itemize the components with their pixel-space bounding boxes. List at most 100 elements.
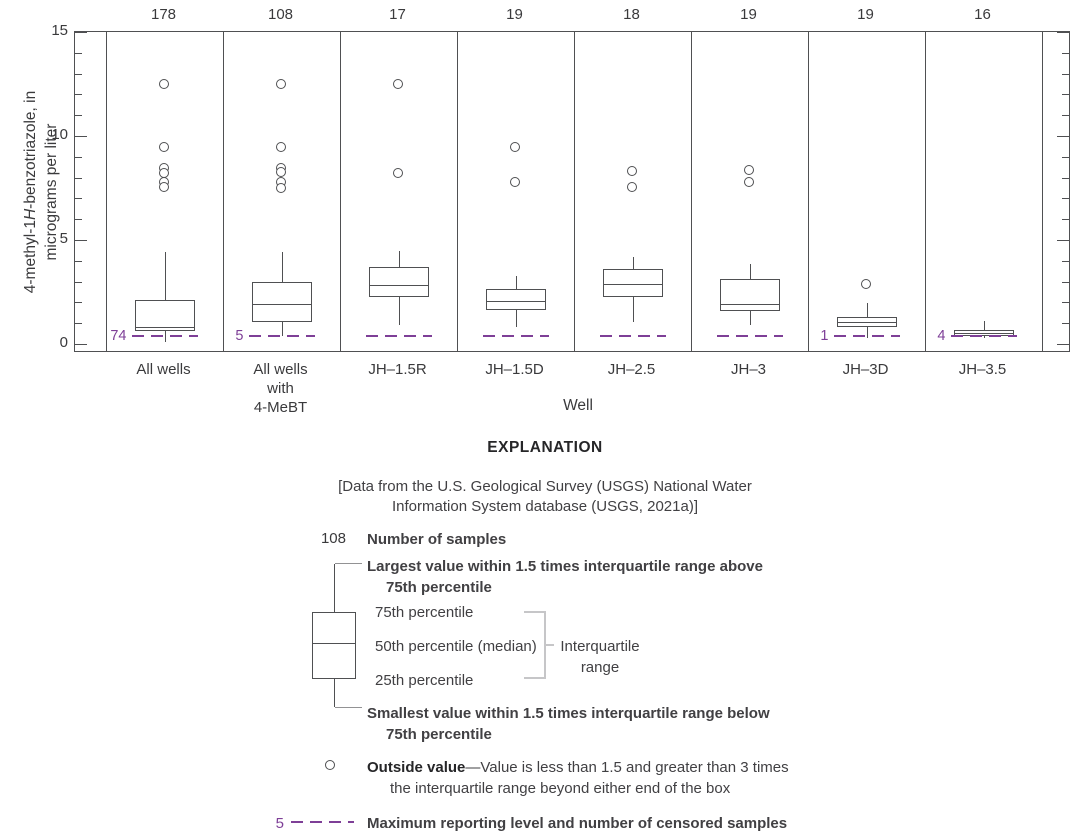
reporting-level-line <box>482 334 549 337</box>
censored-count: 5 <box>235 327 244 344</box>
legend-largest-line1: Largest value within 1.5 times interquar… <box>367 558 763 575</box>
data-source-note-line1: [Data from the U.S. Geological Survey (U… <box>338 478 752 495</box>
panel-divider <box>691 32 692 351</box>
reporting-level-line <box>131 334 198 337</box>
x-tick-label-line: JH–3D <box>842 361 889 378</box>
legend-iqr-line1: Interquartile <box>560 638 640 655</box>
upper-whisker <box>515 276 517 290</box>
reporting-level-line <box>599 334 666 337</box>
y-tick-right <box>1062 323 1069 325</box>
sample-count: 19 <box>506 6 523 23</box>
y-tick-left <box>75 32 87 33</box>
y-tick-left <box>75 156 82 158</box>
y-tick-right <box>1062 177 1069 179</box>
legend-samples-value: 108 <box>320 530 346 547</box>
censored-count: 74 <box>110 327 127 344</box>
x-tick-label: JH–1.5R <box>343 360 453 379</box>
outlier-circle-icon <box>393 168 404 179</box>
lower-whisker <box>866 326 868 338</box>
x-tick-label: JH–3.5 <box>928 360 1038 379</box>
outlier-circle-icon <box>276 167 287 178</box>
y-tick-right <box>1062 52 1069 54</box>
outlier-circle-icon <box>159 142 170 153</box>
outlier-circle-icon <box>744 177 755 188</box>
median-line <box>251 304 312 306</box>
legend-smallest-label: Smallest value within 1.5 times interqua… <box>367 703 770 745</box>
y-tick-right <box>1062 156 1069 158</box>
y-tick-left <box>75 73 82 75</box>
panel-divider <box>340 32 341 351</box>
upper-whisker <box>164 251 166 300</box>
outlier-circle-icon <box>861 279 872 289</box>
median-line <box>953 333 1014 334</box>
x-tick-label: JH–3 <box>694 360 804 379</box>
outlier-circle-icon <box>276 182 287 193</box>
x-tick-label-line: JH–3 <box>730 361 767 378</box>
x-tick-label-line: JH–1.5D <box>485 361 544 378</box>
sample-count: 18 <box>623 6 640 23</box>
legend-p75-label: 75th percentile <box>375 604 474 621</box>
legend-p50-label: 50th percentile (median) <box>375 638 537 655</box>
x-axis-title: Well <box>563 397 593 414</box>
median-line <box>719 303 780 305</box>
legend-box <box>312 612 356 679</box>
outlier-circle-icon <box>510 176 521 187</box>
panel-divider <box>106 32 107 351</box>
y-tick-right <box>1057 32 1069 33</box>
outlier-circle-icon <box>325 760 335 770</box>
x-tick-label-line: All wells <box>253 361 308 378</box>
sample-count: 108 <box>267 6 294 23</box>
y-tick-left <box>75 302 82 304</box>
x-tick-label: JH–2.5 <box>577 360 687 379</box>
outlier-circle-icon <box>744 165 755 175</box>
y-tick-right <box>1057 136 1069 137</box>
data-source-note-line2: Information System database (USGS, 2021a… <box>392 498 698 515</box>
lower-whisker <box>515 310 517 327</box>
panel-divider <box>574 32 575 351</box>
y-tick-label: 0 <box>59 334 68 351</box>
censored-count: 1 <box>820 327 829 344</box>
y-tick-left <box>75 136 87 137</box>
median-line <box>134 326 195 328</box>
panel-divider <box>1042 32 1043 351</box>
x-tick-label-line: JH–2.5 <box>607 361 656 378</box>
x-tick-label-line: 4-MeBT <box>253 399 308 416</box>
sample-count: 178 <box>150 6 177 23</box>
reporting-level-line <box>716 334 783 337</box>
lower-whisker <box>281 322 283 336</box>
x-tick-label: All wells <box>109 360 219 379</box>
y-tick-right <box>1062 302 1069 304</box>
iqr-box <box>719 278 780 311</box>
legend-samples-label: Number of samples <box>367 531 507 548</box>
lower-whisker <box>632 297 634 322</box>
explanation-title: EXPLANATION <box>487 439 603 456</box>
iqr-box <box>368 266 429 297</box>
y-tick-right <box>1062 94 1069 96</box>
upper-whisker <box>398 251 400 267</box>
y-tick-left <box>75 260 82 262</box>
y-tick-label: 10 <box>51 126 68 143</box>
legend-p25-label: 25th percentile <box>375 672 474 689</box>
y-tick-right <box>1062 73 1069 75</box>
legend-iqr-label: Interquartile range <box>552 636 648 678</box>
iqr-bracket-tick <box>546 644 554 646</box>
outlier-circle-icon <box>627 165 638 176</box>
y-tick-right <box>1062 219 1069 221</box>
panel-divider <box>808 32 809 351</box>
panel-divider <box>925 32 926 351</box>
censored-count: 4 <box>937 327 946 344</box>
data-source-note: [Data from the U.S. Geological Survey (U… <box>245 477 845 517</box>
reporting-level-line <box>248 334 315 337</box>
reporting-level-dash-icon <box>291 821 354 823</box>
outlier-circle-icon <box>393 78 404 89</box>
plot-area: 74 5 1 4 <box>74 31 1070 352</box>
legend-smallest-line2: 75th percentile <box>386 726 492 743</box>
y-tick-right <box>1057 344 1069 345</box>
y-tick-left <box>75 177 82 179</box>
y-tick-right <box>1057 240 1069 241</box>
x-tick-label-line: All wells <box>136 361 191 378</box>
x-tick-label-line: JH–1.5R <box>368 361 427 378</box>
iqr-box <box>251 281 312 322</box>
